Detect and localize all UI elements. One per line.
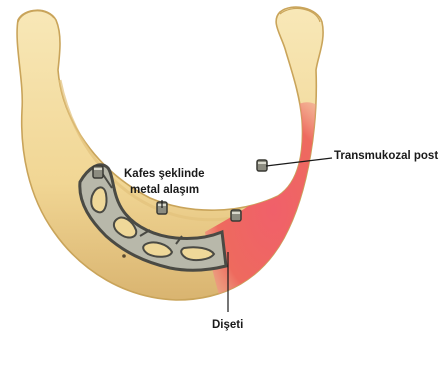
lattice-hole-4 — [181, 247, 214, 260]
mental-foramen — [122, 254, 126, 258]
label-frame-line1: Kafes şeklinde — [124, 168, 205, 180]
lattice-hole-1 — [91, 187, 106, 212]
titanium-post-icon — [93, 166, 103, 178]
titanium-post-icon — [231, 210, 241, 221]
label-transmucosal-post: Transmukozal post — [334, 150, 438, 162]
label-gum: Dişeti — [212, 319, 243, 331]
titanium-post-icon — [257, 160, 267, 171]
label-frame-line2: metal alaşım — [130, 184, 199, 196]
